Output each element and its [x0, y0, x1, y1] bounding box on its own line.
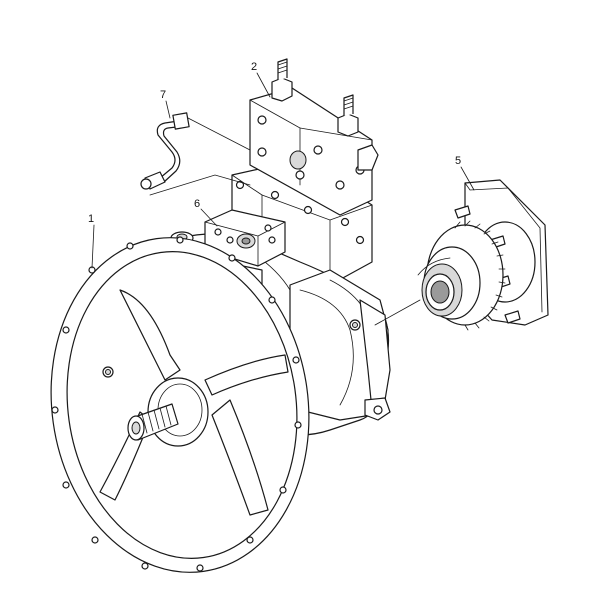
callout-7: 7 — [160, 89, 166, 101]
callout-1: 1 — [88, 213, 94, 225]
pipe-assembly — [140, 112, 251, 196]
callout-5: 5 — [455, 155, 461, 167]
gear-flange-assembly — [417, 179, 549, 331]
callout-2: 2 — [251, 61, 257, 73]
callout-6: 6 — [194, 198, 200, 210]
bell-housing-flange — [50, 236, 310, 573]
leader-lines — [91, 72, 475, 326]
gear-teeth — [454, 220, 506, 331]
